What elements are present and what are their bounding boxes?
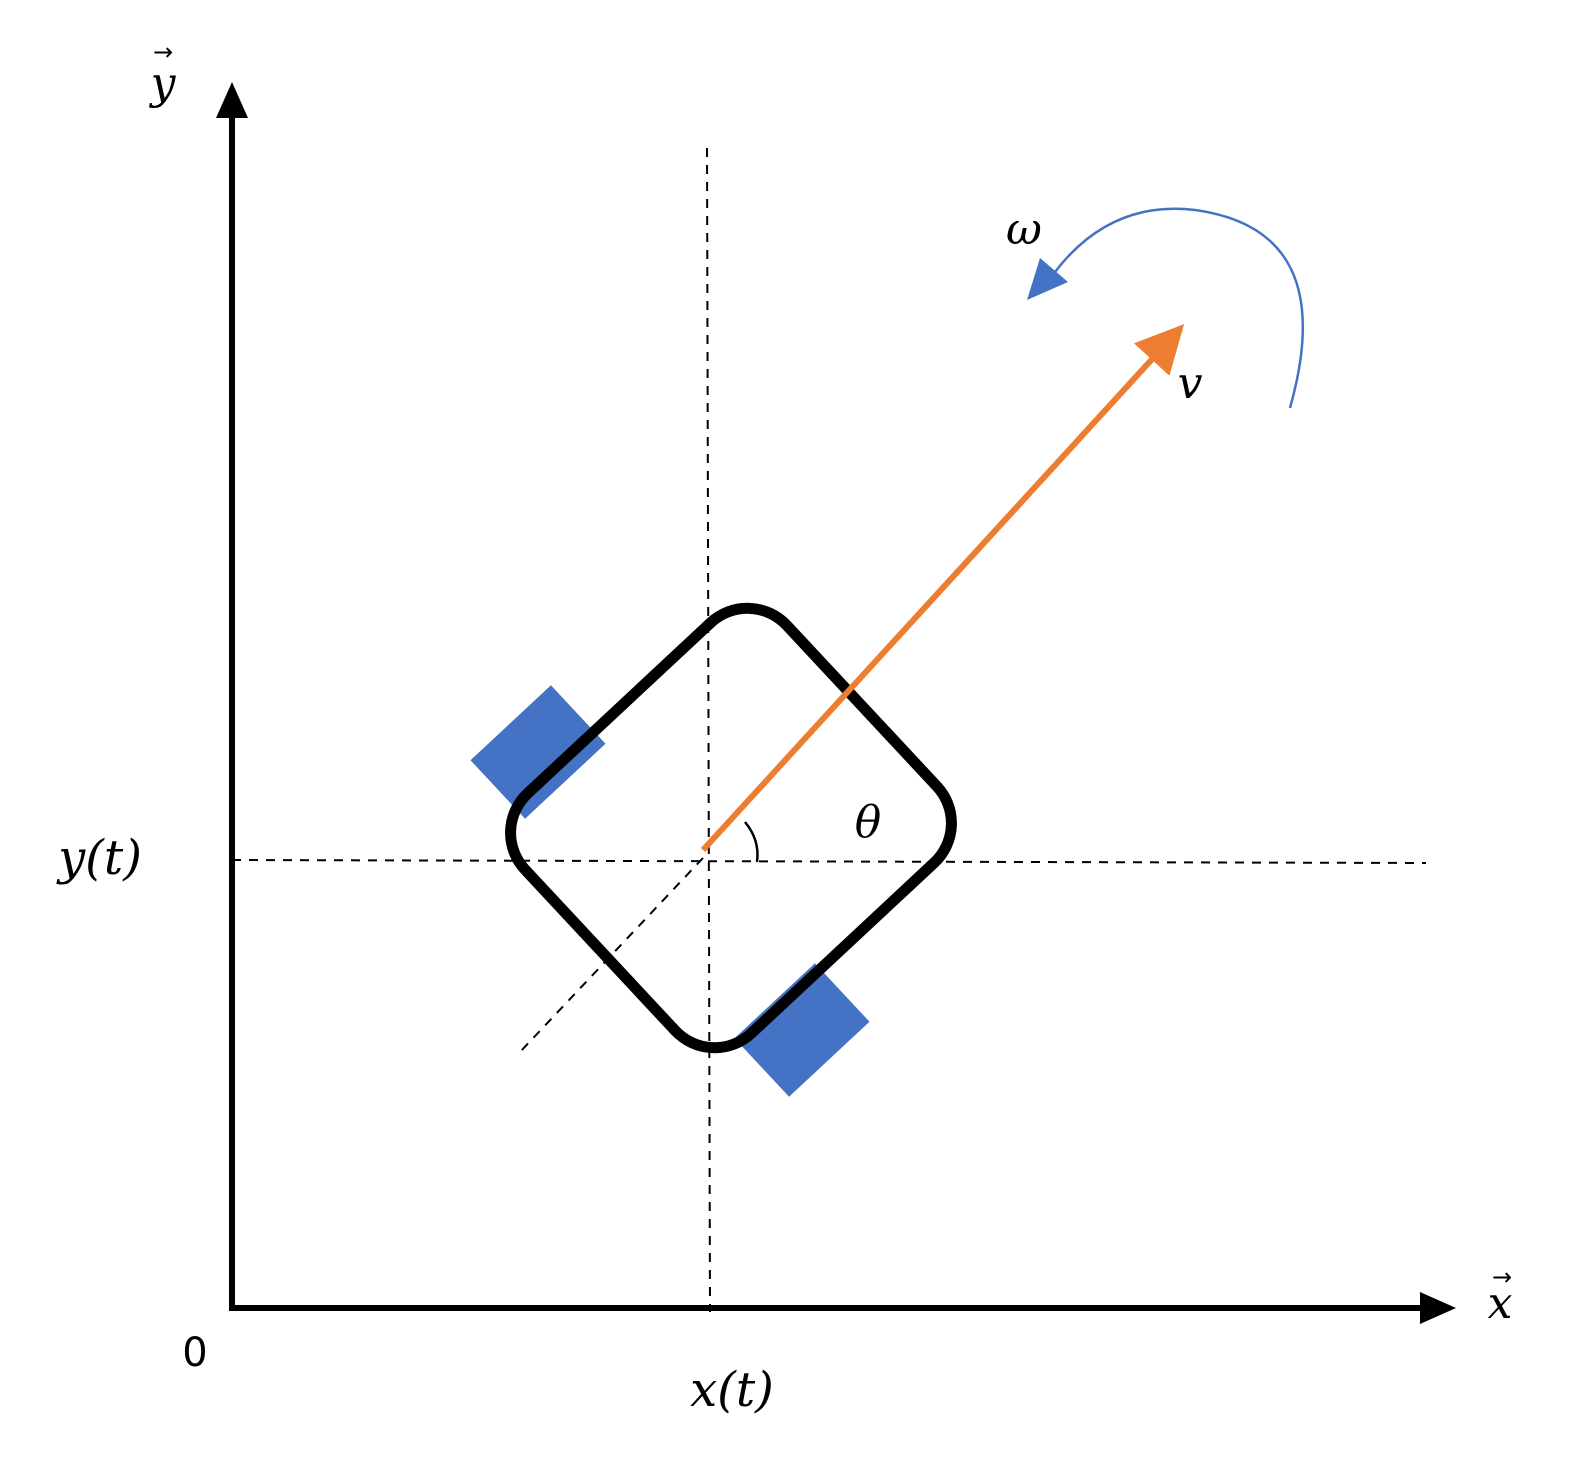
theta-angle-arc xyxy=(744,821,759,863)
y-axis-arrowhead-icon xyxy=(216,82,248,118)
omega-label: ω xyxy=(1006,204,1042,255)
x-axis-label: x xyxy=(1488,1278,1513,1329)
horizontal-reference-dashed-line xyxy=(231,859,1427,864)
right-wheel xyxy=(734,963,870,1097)
heading-back-dashed-line xyxy=(519,857,704,1053)
y-t-label: y(t) xyxy=(56,830,142,886)
x-t-label: x(t) xyxy=(690,1362,774,1418)
y-axis-vector-mark: → xyxy=(153,38,173,66)
omega-arrowhead-icon xyxy=(1027,258,1068,300)
vertical-reference-dashed-line xyxy=(706,147,711,1313)
velocity-label: v xyxy=(1178,358,1203,409)
robot-body xyxy=(505,602,957,1054)
velocity-arrow xyxy=(700,324,1185,853)
x-axis-arrowhead-icon xyxy=(1420,1292,1456,1324)
x-axis-vector-mark: → xyxy=(1492,1263,1512,1291)
y-axis-label: y xyxy=(149,58,177,109)
omega-rotation-arc xyxy=(1054,207,1304,409)
origin-label: 0 xyxy=(182,1330,207,1376)
left-wheel xyxy=(470,685,606,819)
theta-label: θ xyxy=(855,797,882,848)
